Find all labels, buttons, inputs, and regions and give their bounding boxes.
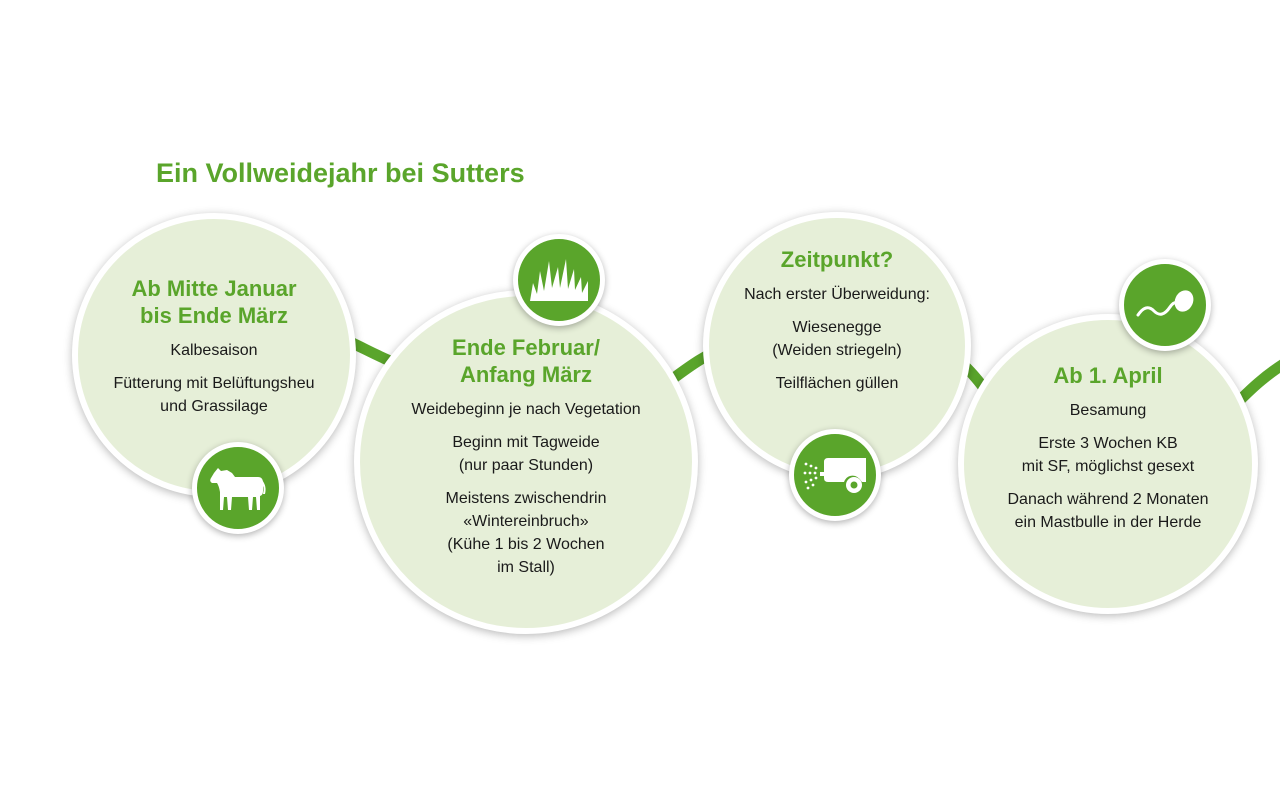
stage-item: Meistens zwischendrin «Wintereinbruch» (… bbox=[445, 490, 607, 576]
stage-item: Teilflächen güllen bbox=[775, 375, 899, 392]
stage-item: Besamung bbox=[1069, 402, 1147, 419]
stage-item: Nach erster Überweidung: bbox=[744, 286, 930, 303]
stage-heading-4: Ab 1. April bbox=[1053, 363, 1163, 388]
stage-item: Erste 3 Wochen KB mit SF, möglichst gese… bbox=[1021, 435, 1195, 475]
stage-circle-2: Ende Februar/ Anfang März Weidebeginn je… bbox=[354, 290, 698, 634]
stage-circle-4: Ab 1. April Besamung Erste 3 Wochen KB m… bbox=[958, 314, 1258, 614]
stage-circle-3: Zeitpunkt? Nach erster Überweidung: Wies… bbox=[703, 212, 971, 480]
sperm-icon bbox=[1119, 259, 1211, 351]
stage-heading-1: Ab Mitte Januar bis Ende März bbox=[131, 276, 297, 328]
calf-icon bbox=[192, 442, 284, 534]
page-title: Ein Vollweidejahr bei Sutters bbox=[156, 158, 525, 188]
stage-item: Wiesenegge (Weiden striegeln) bbox=[772, 319, 902, 359]
slurry-spreader-icon bbox=[789, 429, 881, 521]
stage-item: Danach während 2 Monaten ein Mastbulle i… bbox=[1007, 491, 1209, 531]
grass-icon bbox=[513, 234, 605, 326]
stage-heading-3: Zeitpunkt? bbox=[780, 247, 894, 272]
stage-item: Kalbesaison bbox=[170, 342, 258, 359]
stage-heading-2: Ende Februar/ Anfang März bbox=[452, 335, 600, 387]
stage-item: Fütterung mit Belüftungsheu und Grassila… bbox=[113, 375, 315, 415]
stage-item: Beginn mit Tagweide (nur paar Stunden) bbox=[452, 434, 600, 474]
stage-item: Weidebeginn je nach Vegetation bbox=[411, 401, 641, 418]
